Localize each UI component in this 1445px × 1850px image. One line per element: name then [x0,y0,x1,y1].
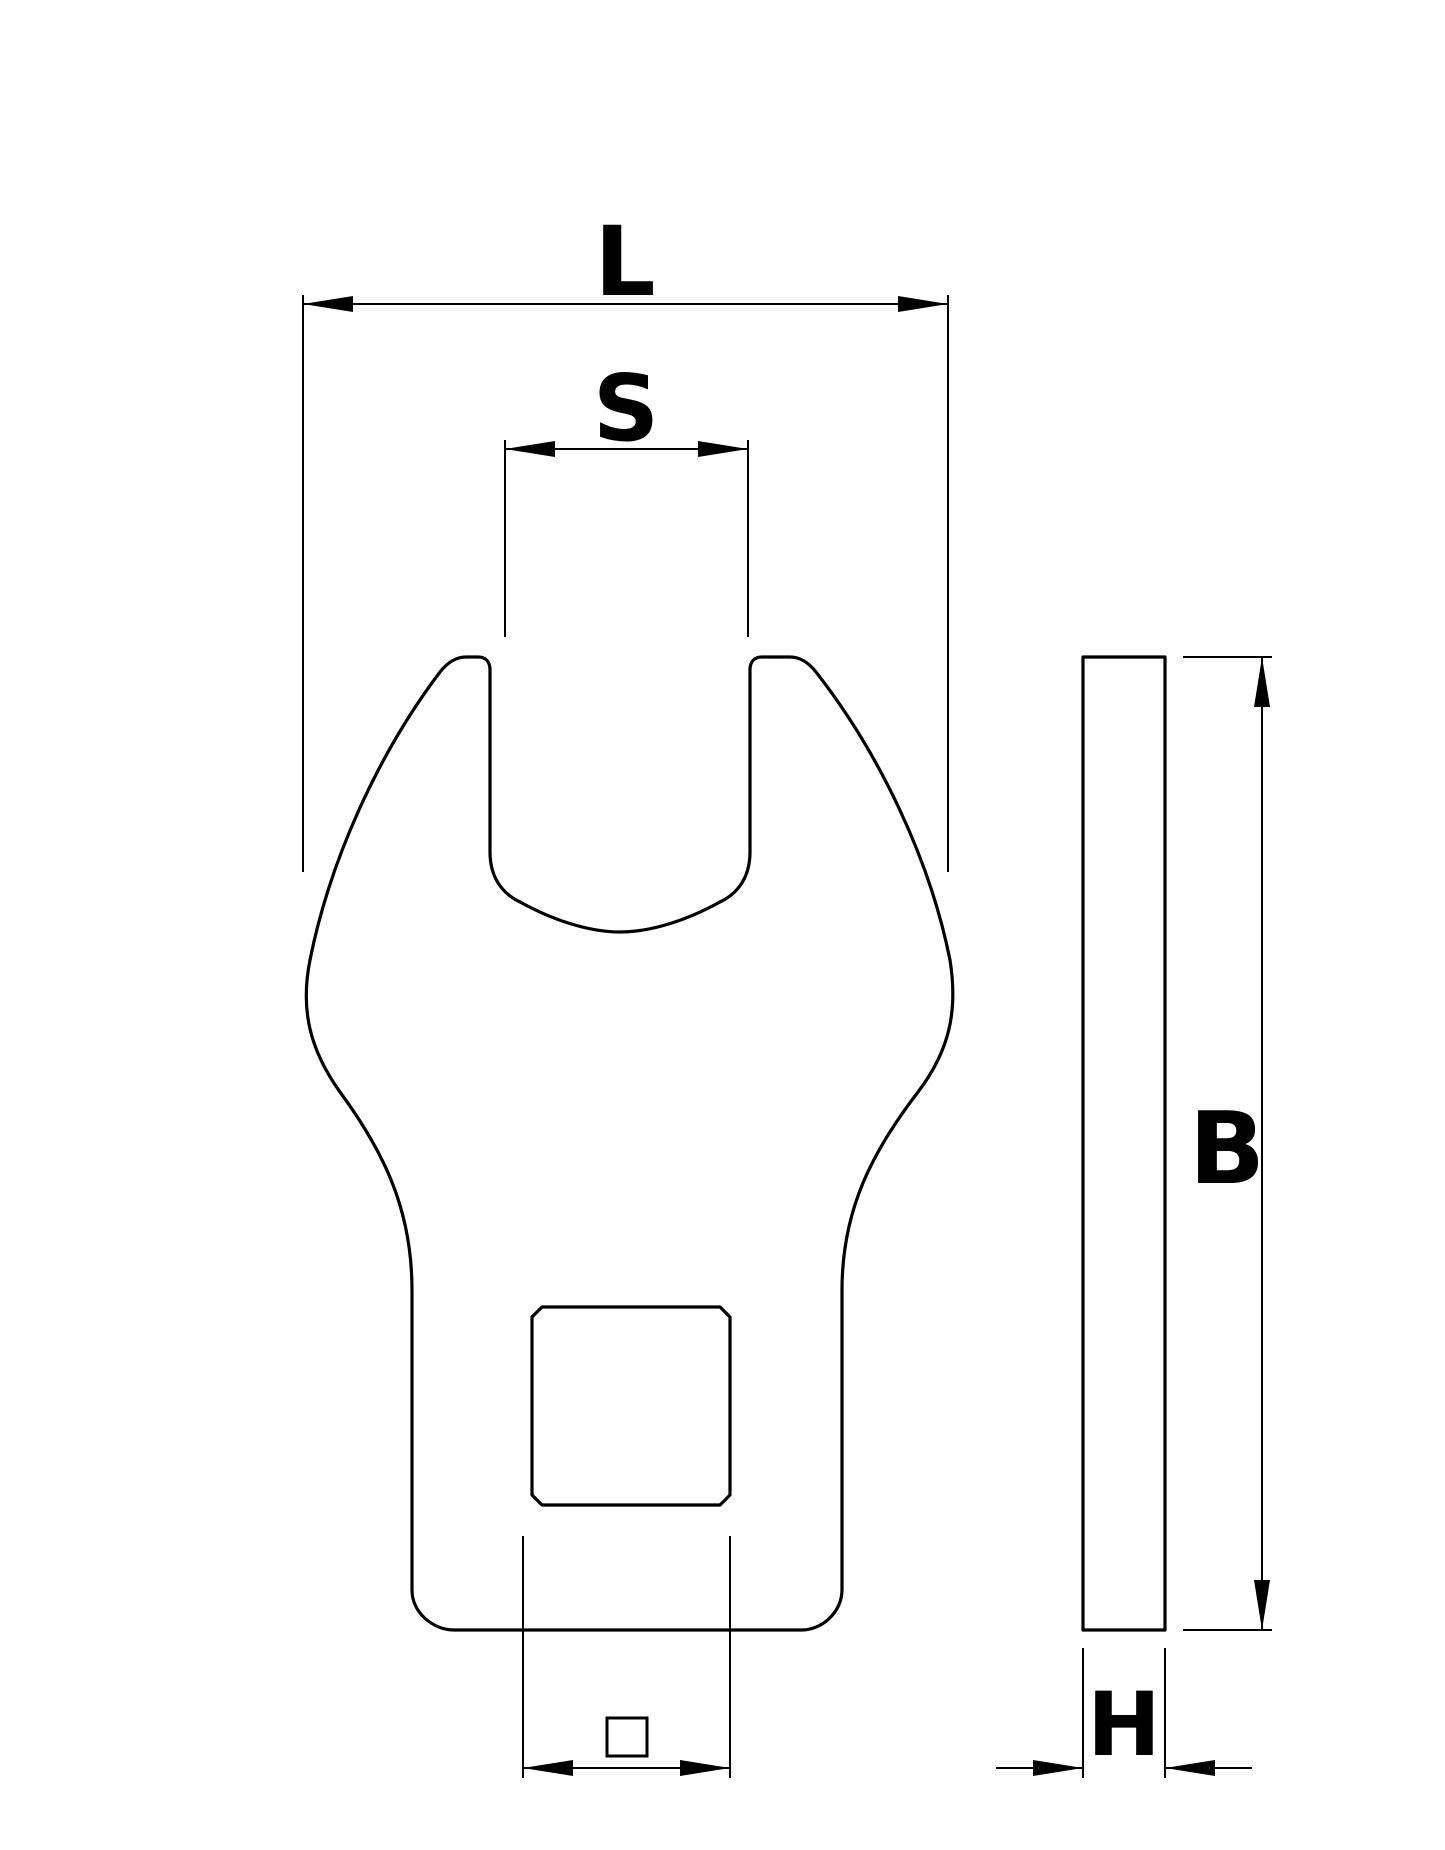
wrench-body-outline [304,655,955,1632]
dimension-S: S [504,355,749,637]
dimension-label-B: B [1189,1090,1265,1207]
side-profile-rect [1081,655,1167,1632]
arrowhead-L-right [898,296,948,312]
dimension-label-H: H [1087,1673,1161,1776]
arrowhead-B-bottom [1254,1580,1270,1630]
arrowhead-S-right [698,441,748,457]
dimension-square-drive [522,1536,731,1778]
arrowhead-square-left [523,1760,573,1776]
arrowhead-L-left [303,296,353,312]
arrowhead-H-left [1033,1760,1083,1776]
arrowhead-H-right [1165,1760,1215,1776]
arrowhead-square-right [680,1760,730,1776]
arrowhead-S-left [505,441,555,457]
dimension-B: B [1183,656,1272,1631]
dimension-label-L: L [594,206,655,318]
dimension-H: H [996,1648,1252,1778]
dimension-L: L [302,206,949,872]
dimension-label-S: S [593,355,659,462]
arrowhead-B-top [1254,657,1270,707]
square-drive-symbol [605,1716,649,1758]
square-drive-hole [530,1305,732,1507]
